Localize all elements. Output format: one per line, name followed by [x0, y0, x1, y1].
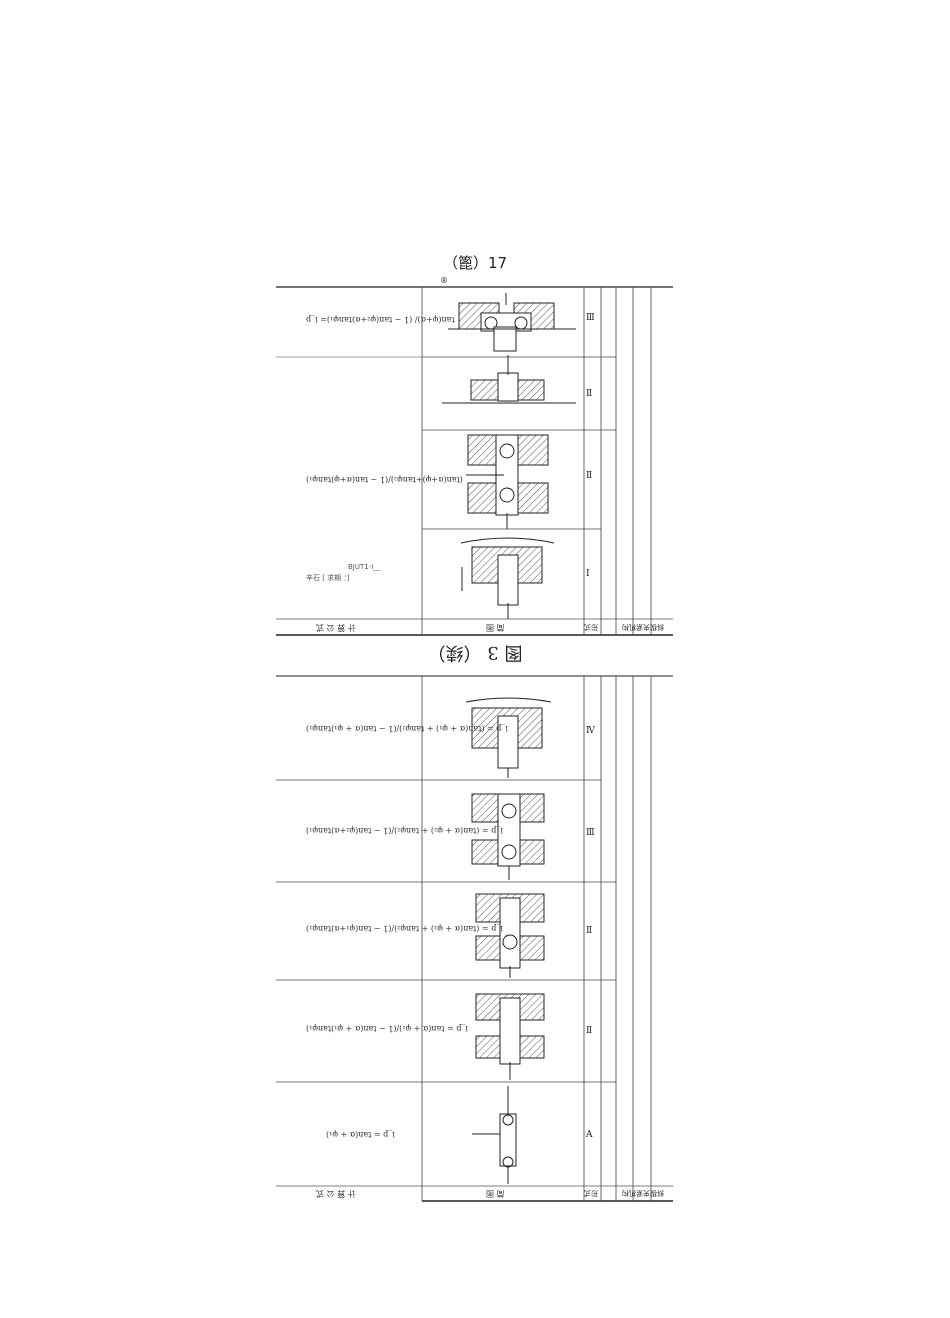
upper-header-diagram: 简 图 [486, 623, 505, 632]
type-lower-2: Ⅲ [586, 828, 595, 838]
lower-table: i_p = (tan(α + φ₁) + tanφ₂)/(1 − tan(α +… [276, 674, 673, 1204]
formula-lower-4: i_p = tan(α + φ₁)/(1 − tan(α + φ₁)tanφ₁) [306, 1024, 468, 1033]
lower-header-formula: 计 算 公 式 [316, 1189, 356, 1198]
diagram-upper-3 [466, 434, 549, 529]
type-lower-1: Ⅳ [586, 726, 595, 736]
formula-upper-3: (tan(α+φ)+tanφ₂)/(1 − tan(α+φ)tanφ₁) [306, 475, 463, 484]
diagram-upper-4 [460, 537, 555, 619]
figure-caption-continued: 图 3 （续） [427, 642, 523, 663]
formula-lower-5: i_p = tan(α + φ₁) [326, 1130, 395, 1139]
diagram-lower-5 [472, 1086, 517, 1184]
lower-header-mechanism: 斜楔夹紧机构 [622, 1189, 664, 1197]
lower-table-grid [276, 675, 673, 1202]
registered-mark: ® [440, 276, 448, 285]
note-line-2: 辛石 [ 求期 ：] [306, 574, 350, 582]
formula-lower-3: i_p = (tan(α + φ₂) + tanφ₂)/(1 − tan(φ₁+… [306, 924, 503, 933]
upper-table-grid [276, 286, 673, 636]
type-upper-1: Ⅲ [586, 313, 595, 323]
diagram-upper-2 [442, 355, 576, 404]
type-upper-3: Ⅱ [586, 471, 593, 481]
formula-lower-1: i_p = (tan(α + φ₁) + tanφ₂)/(1 − tan(α +… [306, 724, 508, 733]
formula-lower-2: i_p = (tan(α + φ₂) + tanφ₂)/(1 − tan(φ₂+… [306, 826, 503, 835]
type-lower-4: Ⅱ [586, 1026, 593, 1036]
diagram-lower-4 [475, 993, 545, 1080]
diagram-lower-1 [465, 697, 552, 778]
type-lower-3: Ⅱ [586, 926, 593, 936]
lower-header-type: 形式 [584, 1189, 598, 1197]
upper-table: tan(φ+α)/ (1 − tan(φ₂+α)tanφ₁)= i_p (tan… [276, 285, 673, 637]
diagram-lower-3 [475, 893, 545, 978]
type-upper-2: Ⅱ [586, 389, 593, 399]
lower-header-diagram: 简 图 [486, 1189, 505, 1198]
type-lower-5: A [586, 1130, 593, 1140]
diagram-lower-2 [471, 793, 545, 880]
figure-page-caption: （篦）17 [442, 254, 508, 272]
note-line-1: BJUT1-I__ [348, 563, 381, 571]
upper-header-mechanism: 斜楔夹紧机构 [622, 623, 664, 631]
type-upper-4: Ⅰ [586, 569, 590, 579]
upper-header-formula: 计 算 公 式 [316, 623, 356, 632]
formula-upper-1: tan(φ+α)/ (1 − tan(φ₂+α)tanφ₁)= i_p [306, 315, 455, 324]
upper-header-type: 形式 [584, 623, 598, 631]
diagram-upper-1 [448, 293, 576, 352]
